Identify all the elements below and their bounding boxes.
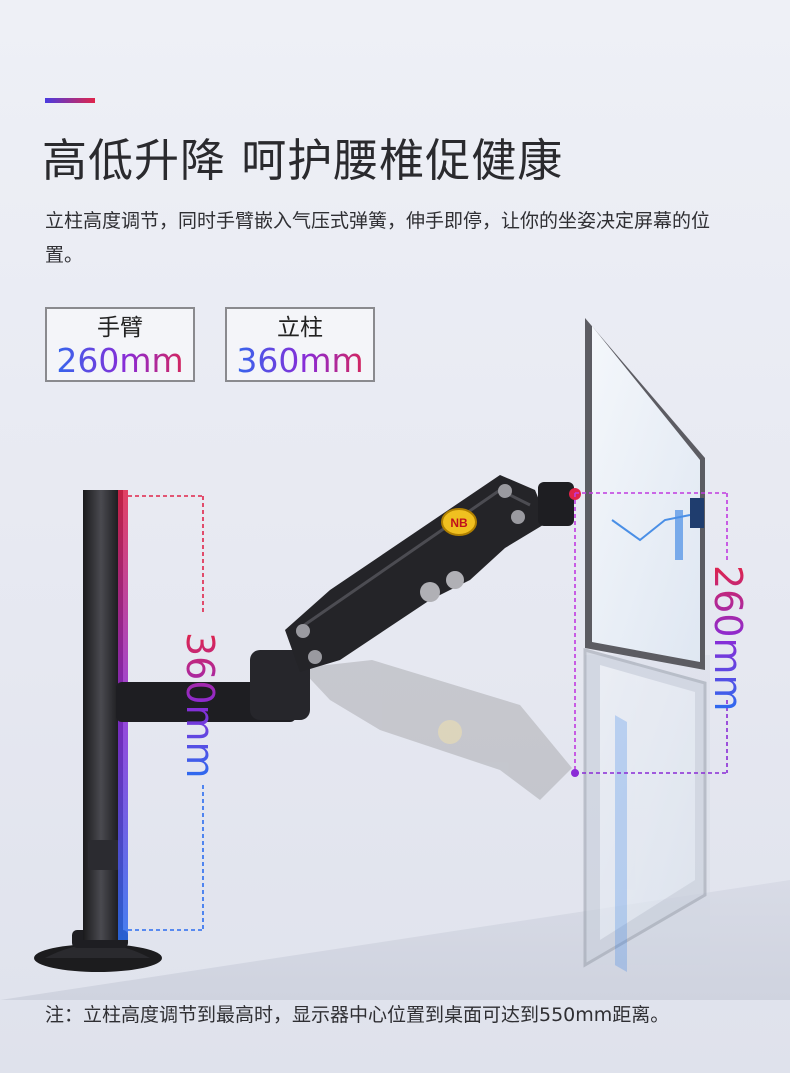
page-title: 高低升降 呵护腰椎促健康 <box>42 134 564 187</box>
pole-dimension-lines <box>128 495 204 931</box>
footnote-text: 注：立柱高度调节到最高时，显示器中心位置到桌面可达到550mm距离。 <box>45 1004 670 1026</box>
spec-value-pole: 360mm <box>227 343 373 379</box>
arm-lower-segment <box>116 650 310 722</box>
spec-box-arm: 手臂 260mm <box>45 307 195 382</box>
spec-label-arm: 手臂 <box>97 315 143 341</box>
gas-spring-arm <box>285 475 548 672</box>
monitor <box>585 318 705 972</box>
spec-label-pole: 立柱 <box>277 315 323 341</box>
monitor-arm-illustration: NB <box>0 318 790 1000</box>
accent-bar <box>45 98 95 103</box>
pole-collar <box>88 840 120 870</box>
description-text: 立柱高度调节，同时手臂嵌入气压式弹簧，伸手即停，让你的坐姿决定屏幕的位置。 <box>45 210 711 266</box>
spec-value-arm: 260mm <box>47 343 193 379</box>
nb-logo-text: NB <box>450 516 468 530</box>
spec-box-pole: 立柱 360mm <box>225 307 375 382</box>
reflected-screen <box>583 648 707 968</box>
arm-dimension-label: 260mm <box>706 565 750 712</box>
nb-logo: NB <box>441 508 477 536</box>
arm-dimension-lines <box>571 492 728 777</box>
pole-dimension-label: 360mm <box>178 632 222 779</box>
